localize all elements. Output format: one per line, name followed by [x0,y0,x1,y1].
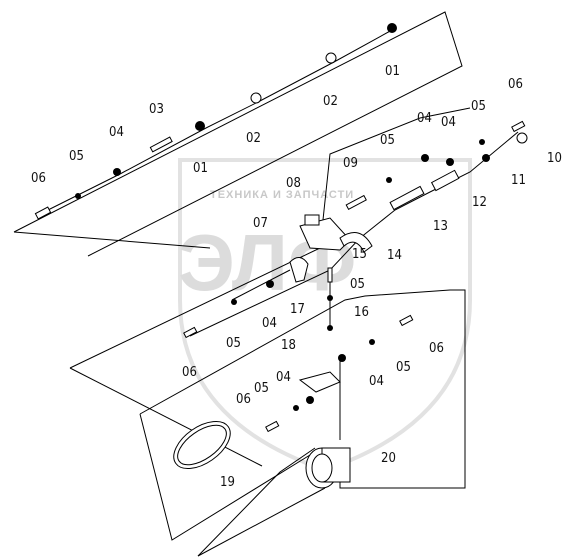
label-06-e: 06 [236,392,251,407]
bolt-06-top [34,206,52,220]
label-08: 08 [286,176,301,191]
label-15: 15 [352,247,367,262]
bolt-06-lower [265,420,280,433]
pin-03 [149,136,173,153]
washer-05-right [479,139,485,145]
label-04-c: 04 [417,111,432,126]
label-10: 10 [547,151,562,166]
washer-05-center [327,295,333,301]
ball-01-a [195,121,205,131]
washer-05-top [75,193,81,199]
label-05-g: 05 [254,381,269,396]
label-06-b: 06 [508,77,523,92]
label-17: 17 [290,302,305,317]
bolt-06-lower-right [399,314,414,327]
rod-13 [389,185,425,211]
label-02-a: 02 [246,131,261,146]
lever-14 [339,232,373,253]
label-12: 12 [472,195,487,210]
leader-lines [13,11,519,557]
label-09: 09 [343,156,358,171]
washer-16 [327,325,333,331]
top-parts [34,23,397,220]
label-04-e: 04 [369,374,384,389]
label-05-f: 05 [396,360,411,375]
label-19: 19 [220,475,235,490]
ball-01-b [387,23,397,33]
label-20: 20 [381,451,396,466]
block-08 [304,214,320,226]
label-13: 13 [433,219,448,234]
label-16: 16 [354,305,369,320]
label-02-b: 02 [323,94,338,109]
sleeve-12 [430,169,460,192]
washer-05-lower-right [369,339,375,345]
nut-04-lower [306,396,314,404]
nut-04-mid [421,154,429,162]
ball-02-a [250,92,262,104]
label-05-b: 05 [471,99,486,114]
pin-15 [327,267,333,283]
bolt-06-left [183,326,198,339]
label-06-d: 06 [429,341,444,356]
bolt-06-right [511,120,526,133]
belt-19-inner [177,424,227,466]
watermark-small-text: ТЕХНИКА И ЗАПЧАСТИ [210,189,354,201]
label-05-e: 05 [226,336,241,351]
label-04-b: 04 [441,115,456,130]
washer-05-left [231,299,237,305]
ball-02-b [325,52,337,64]
bolt-09 [345,194,367,211]
clamp-20-ring [311,453,333,483]
label-05-d: 05 [350,277,365,292]
nut-04-right [446,158,454,166]
label-01-a: 01 [193,161,208,176]
label-11: 11 [511,173,526,188]
label-14: 14 [387,248,402,263]
washer-05-mid [386,177,392,183]
label-04-f: 04 [276,370,291,385]
label-06-c: 06 [182,365,197,380]
bracket-assembly [183,214,373,339]
nut-04-lower-right [338,354,346,362]
label-04-a: 04 [109,125,124,140]
label-04-d: 04 [262,316,277,331]
label-05-a: 05 [69,149,84,164]
nut-04-top [113,168,121,176]
label-03: 03 [149,102,164,117]
washer-05-lower [293,405,299,411]
label-18: 18 [281,338,296,353]
arm-17 [289,257,309,283]
label-07: 07 [253,216,268,231]
cap-10 [516,132,528,144]
part-labels: 01 02 02 01 03 04 05 06 06 05 04 04 10 1… [31,64,562,490]
label-05-c: 05 [380,133,395,148]
nut-11 [482,154,490,162]
plate-18 [298,371,341,393]
nut-04-left [266,280,274,288]
label-01-b: 01 [385,64,400,79]
lower-parts [173,314,414,489]
right-parts [345,120,528,211]
label-06-a: 06 [31,171,46,186]
